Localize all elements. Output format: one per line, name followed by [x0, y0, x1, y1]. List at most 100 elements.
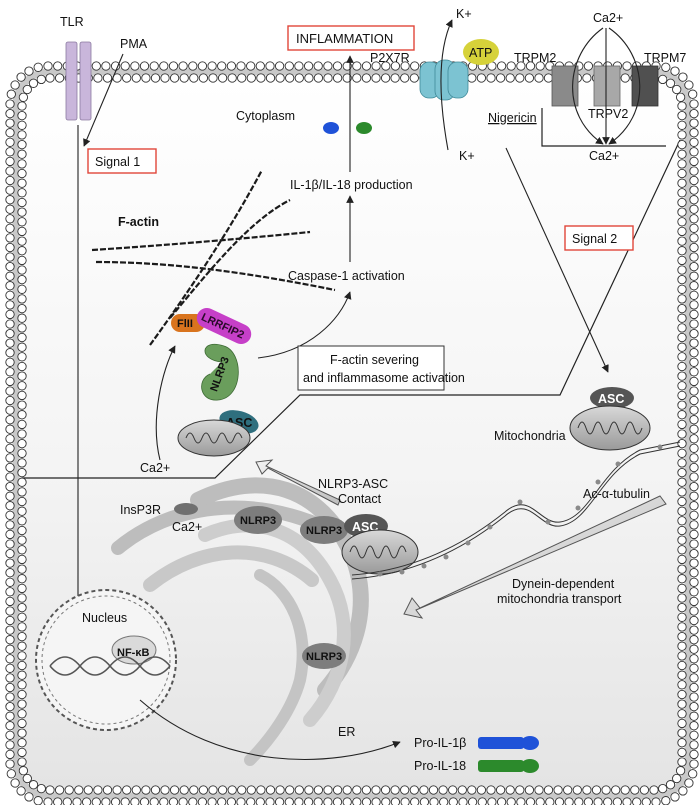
membrane-head-outer	[661, 62, 671, 72]
membrane-head-outer	[5, 635, 15, 645]
membrane-head-outer	[5, 711, 15, 721]
membrane-head-inner	[169, 73, 180, 83]
membrane-head-outer	[689, 539, 699, 549]
membrane-head-inner	[677, 574, 687, 584]
membrane-head-inner	[639, 785, 650, 795]
membrane-head-outer	[689, 692, 699, 702]
p2x7r-label: P2X7R	[370, 51, 410, 65]
membrane-head-outer	[678, 786, 688, 796]
membrane-head-outer	[670, 792, 680, 802]
membrane-head-outer	[670, 66, 680, 76]
membrane-head-inner	[17, 516, 27, 526]
nucleus	[35, 589, 177, 731]
membrane-head-inner	[17, 323, 27, 333]
pro-il18-bar	[478, 760, 524, 772]
membrane-head-outer	[689, 558, 699, 568]
membrane-head-inner	[428, 785, 439, 795]
membrane-head-outer	[477, 797, 487, 805]
membrane-head-outer	[361, 61, 372, 71]
membrane-head-inner	[467, 785, 477, 795]
membrane-head-outer	[5, 481, 15, 492]
membrane-head-inner	[275, 73, 285, 83]
membrane-head-inner	[17, 602, 27, 613]
membrane-head-inner	[17, 738, 27, 748]
membrane-head-outer	[246, 797, 256, 805]
membrane-head-outer	[5, 625, 15, 635]
membrane-head-inner	[17, 487, 27, 497]
membrane-head-outer	[689, 548, 699, 559]
membrane-head-inner	[515, 73, 525, 83]
membrane-head-inner	[150, 73, 161, 83]
asc-mito-protein	[590, 387, 634, 409]
membrane-head-outer	[5, 118, 15, 128]
signal1-box	[87, 148, 157, 174]
membrane-head-outer	[689, 338, 699, 348]
membrane-head-inner	[677, 593, 687, 603]
nucleus-label: Nucleus	[82, 611, 127, 625]
membrane-head-inner	[677, 718, 687, 729]
membrane-head-inner	[677, 602, 687, 613]
membrane-head-outer	[265, 61, 275, 71]
membrane-head-inner	[17, 448, 27, 458]
membrane-head-inner	[486, 785, 496, 795]
ca-top-label: Ca2+	[593, 11, 623, 25]
membrane-head-inner	[476, 785, 487, 795]
membrane-head-inner	[17, 670, 27, 680]
membrane-head-inner	[677, 101, 687, 111]
membrane-head-outer	[506, 797, 516, 805]
membrane-head-outer	[554, 797, 565, 805]
membrane-head-outer	[689, 348, 699, 358]
membrane-head-outer	[689, 328, 699, 339]
membrane-head-inner	[17, 699, 27, 709]
membrane-head-inner	[179, 785, 189, 795]
membrane-head-inner	[17, 139, 27, 150]
nlrp3-er3-label: NLRP3	[306, 651, 342, 663]
membrane-head-outer	[5, 261, 15, 272]
membrane-head-outer	[689, 309, 699, 320]
membrane-head-inner	[17, 525, 27, 536]
mitochondrion-upper	[177, 419, 251, 457]
membrane-head-inner	[677, 313, 687, 323]
membrane-head-inner	[524, 73, 535, 83]
membrane-head-outer	[91, 797, 101, 805]
membrane-head-inner	[601, 785, 611, 795]
membrane-head-inner	[677, 660, 687, 671]
membrane-head-inner	[28, 780, 39, 790]
membrane-head-inner	[380, 73, 391, 83]
membrane-head-outer	[689, 740, 699, 750]
p2x7r-channel	[419, 59, 469, 101]
membrane-head-outer	[24, 66, 34, 76]
membrane-head-inner	[237, 785, 247, 795]
membrane-head-inner	[677, 303, 687, 314]
membrane-head-inner	[677, 680, 687, 690]
membrane-head-inner	[17, 110, 27, 121]
membrane-head-inner	[677, 496, 687, 507]
membrane-head-inner	[390, 73, 400, 83]
membrane-head-inner	[361, 785, 372, 795]
membrane-head-inner	[677, 371, 687, 381]
membrane-head-outer	[632, 797, 642, 805]
membrane-head-inner	[677, 554, 687, 565]
membrane-head-inner	[17, 130, 27, 140]
membrane-head-outer	[689, 635, 699, 645]
membrane-head-outer	[689, 261, 699, 272]
membrane-head-inner	[677, 130, 687, 140]
membrane-head-inner	[665, 780, 676, 790]
membrane-head-inner	[677, 583, 687, 594]
membrane-head-inner	[438, 785, 448, 795]
membrane-head-inner	[17, 496, 27, 507]
membrane-head-inner	[649, 785, 659, 795]
membrane-head-outer	[5, 175, 15, 186]
membrane-head-outer	[274, 61, 285, 71]
membrane-head-outer	[583, 61, 594, 71]
membrane-head-outer	[5, 721, 15, 731]
membrane-head-inner	[160, 73, 170, 83]
membrane-head-outer	[101, 61, 111, 71]
membrane-head-inner	[237, 73, 247, 83]
membrane-head-outer	[110, 61, 121, 71]
membrane-head-inner	[476, 73, 487, 83]
membrane-head-inner	[675, 766, 686, 776]
membrane-head-outer	[207, 61, 217, 71]
membrane-head-outer	[33, 62, 43, 72]
